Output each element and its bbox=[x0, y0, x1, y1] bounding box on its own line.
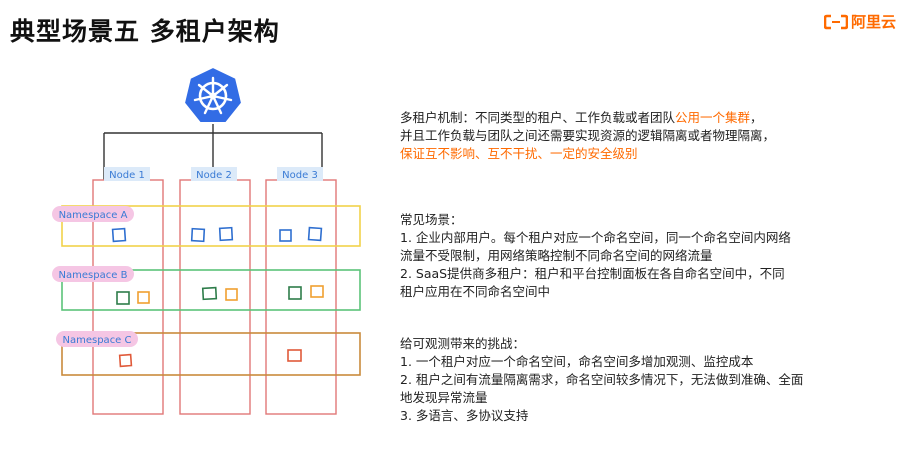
challenge-1: 1. 一个租户对应一个命名空间，命名空间多增加观测、监控成本 bbox=[400, 354, 754, 369]
namespace-c-pods bbox=[118, 349, 302, 368]
multi-tenant-description: 多租户机制：不同类型的租户、工作负载或者团队公用一个集群， 并且工作负载与团队之… bbox=[400, 109, 775, 163]
scenario-2-line2: 租户应用在不同命名空间中 bbox=[400, 284, 551, 299]
challenge-2-line1: 2. 租户之间有流量隔离需求，命名空间较多情况下，无法做到准确、全面 bbox=[400, 372, 804, 387]
namespace-b-label: Namespace B bbox=[59, 270, 128, 281]
node-2-box bbox=[179, 179, 251, 415]
scenario-2-line1: 2. SaaS提供商多租户：租户和平台控制面板在各自命名空间中，不同 bbox=[400, 266, 785, 281]
alibaba-cloud-logo-icon bbox=[823, 14, 848, 29]
mt-line1-prefix: 多租户机制：不同类型的租户、工作负载或者团队 bbox=[400, 110, 676, 125]
pod-square bbox=[287, 349, 302, 362]
pod-square bbox=[279, 229, 292, 242]
node-2-label: Node 2 bbox=[196, 170, 232, 181]
pod-square bbox=[116, 291, 130, 305]
pod-square bbox=[137, 291, 150, 304]
namespace-b-box bbox=[61, 269, 361, 311]
namespace-b-pods bbox=[116, 285, 324, 305]
pod-square bbox=[218, 226, 234, 242]
mt-line1-highlight: 公用一个集群 bbox=[675, 110, 751, 125]
scenario-1-line1: 1. 企业内部用户。每个租户对应一个命名空间，同一个命名空间内网络 bbox=[400, 230, 791, 245]
pod-square bbox=[310, 285, 324, 298]
common-scenarios: 常见场景： 1. 企业内部用户。每个租户对应一个命名空间，同一个命名空间内网络 … bbox=[400, 211, 791, 301]
mt-line2: 并且工作负载与团队之间还需要实现资源的逻辑隔离或者物理隔离， bbox=[400, 128, 776, 143]
pod-square bbox=[201, 286, 218, 301]
node-3-label: Node 3 bbox=[282, 170, 318, 181]
alibaba-cloud-logo: 阿里云 bbox=[823, 11, 896, 32]
challenge-3: 3. 多语言、多协议支持 bbox=[400, 408, 529, 423]
namespace-c-box bbox=[61, 332, 361, 376]
pod-square bbox=[118, 353, 133, 368]
node-1-label: Node 1 bbox=[109, 170, 145, 181]
challenge-2-line2: 地发现异常流量 bbox=[400, 390, 488, 405]
observability-challenges: 给可观测带来的挑战： 1. 一个租户对应一个命名空间，命名空间多增加观测、监控成… bbox=[400, 335, 803, 425]
logo-text: 阿里云 bbox=[850, 13, 896, 31]
challenges-heading: 给可观测带来的挑战： bbox=[400, 336, 526, 351]
scenarios-heading: 常见场景： bbox=[400, 212, 463, 227]
pod-square bbox=[307, 226, 323, 242]
namespace-a-box bbox=[61, 205, 361, 247]
kubernetes-icon bbox=[182, 65, 244, 124]
namespace-a-label: Namespace A bbox=[59, 210, 128, 221]
pod-square bbox=[288, 286, 302, 300]
pod-square bbox=[111, 227, 127, 243]
multi-tenant-diagram: Node 1 Node 2 Node 3 Namespace A Namespa… bbox=[52, 65, 361, 415]
page-title: 典型场景五 多租户架构 bbox=[10, 17, 280, 46]
namespace-c-label: Namespace C bbox=[63, 335, 132, 346]
pod-square bbox=[190, 227, 206, 243]
pod-square bbox=[225, 288, 238, 301]
namespace-a-pods bbox=[111, 226, 323, 243]
scenario-1-line2: 流量不受限制，用网络策略控制不同命名空间的网络流量 bbox=[400, 248, 713, 263]
mt-line1-suffix: ， bbox=[750, 110, 763, 125]
mt-line3-highlight: 保证互不影响、互不干扰、一定的安全级别 bbox=[400, 146, 638, 161]
